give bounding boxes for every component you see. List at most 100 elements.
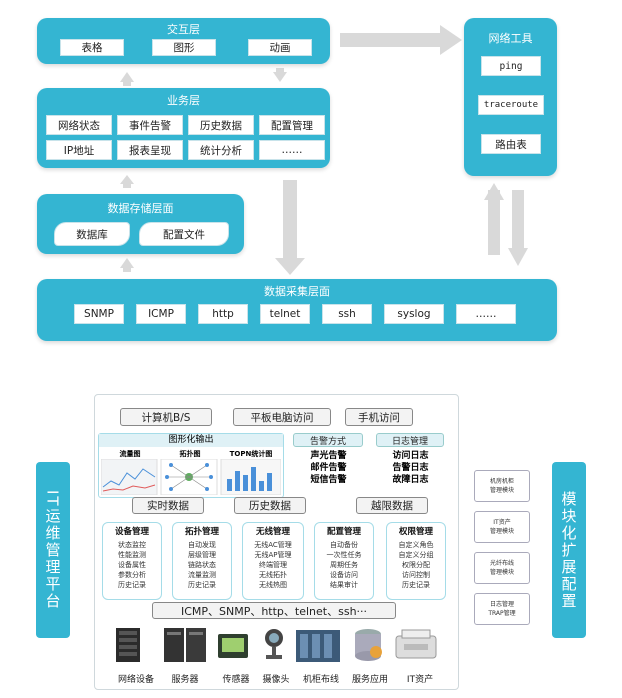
device-label: 传感器	[222, 675, 250, 685]
card-line: 无线拓扑	[259, 571, 287, 579]
card-line: 历史记录	[118, 581, 146, 589]
flow-arrows	[120, 25, 528, 275]
device-icons	[116, 628, 437, 662]
collect-layer: 数据采集层面 SNMP ICMP http telnet ssh syslog …	[37, 279, 557, 341]
collect-item: ……	[456, 304, 516, 324]
business-item: 配置管理	[259, 115, 325, 135]
module-line: TRAP管理	[488, 610, 516, 617]
card-line: 历史记录	[188, 581, 216, 589]
module-line: 管理模块	[489, 528, 514, 535]
card-title: 拓扑管理	[184, 527, 219, 537]
card-title: 权限管理	[398, 527, 433, 537]
graph-sub-label: 流量图	[119, 450, 141, 458]
module-line: 日志管理	[489, 601, 514, 608]
business-item: 事件告警	[117, 115, 183, 135]
card-line: 状态监控	[118, 541, 146, 549]
log-title: 日志管理	[376, 433, 444, 447]
module-line: 管理模块	[489, 569, 514, 576]
database-box: 数据库	[54, 222, 130, 246]
alarm-title: 告警方式	[293, 433, 363, 447]
card-line: 参数分析	[118, 571, 146, 579]
storage-layer: 数据存储层面 数据库 配置文件	[37, 194, 244, 254]
card-line: 无线热图	[259, 581, 287, 589]
device-label: 机柜布线	[302, 675, 339, 685]
collect-item: ssh	[322, 304, 372, 324]
it-asset-icon	[395, 629, 437, 659]
camera-icon	[265, 629, 283, 659]
data-tab-realtime: 实时数据	[132, 497, 204, 514]
alarm-item: 声光告警	[310, 451, 347, 461]
device-label: IT资产	[406, 675, 434, 685]
access-phone: 手机访问	[345, 408, 413, 426]
log-item: 访问日志	[392, 451, 429, 461]
card-line: 无线AC管理	[254, 541, 292, 549]
collect-item: SNMP	[74, 304, 124, 324]
sensor-icon	[218, 634, 248, 658]
network-device-icon	[116, 628, 140, 662]
module-line: 机房机柜	[489, 478, 514, 485]
module-machine-room: 机房机柜 管理模块	[474, 470, 530, 502]
card-line: 访问控制	[402, 571, 430, 579]
card-line: 周期任务	[330, 561, 358, 569]
card-line: 设备属性	[118, 561, 146, 569]
business-layer: 业务层 网络状态 事件告警 历史数据 配置管理 IP地址 报表呈现 统计分析 ……	[37, 88, 330, 168]
collect-item: telnet	[260, 304, 310, 324]
access-pc: 计算机B/S	[120, 408, 212, 426]
device-label: 服务器	[171, 675, 199, 685]
tool-item: traceroute	[478, 95, 544, 115]
card-line: 流量监测	[188, 571, 216, 579]
it-ops-platform-label: IT运维管理平台	[36, 462, 70, 638]
device-label: 网络设备	[117, 675, 154, 685]
modular-config-label: 模块化扩展配置	[552, 462, 586, 638]
card-line: 无线AP管理	[254, 551, 292, 559]
business-layer-title: 业务层	[167, 94, 200, 107]
platform-frame	[94, 394, 459, 690]
interaction-layer: 交互层 表格 图形 动画	[37, 18, 330, 64]
card-line: 自定义角色	[398, 541, 434, 549]
card-line: 结果审计	[330, 581, 358, 589]
module-log-trap: 日志管理 TRAP管理	[474, 593, 530, 625]
graph-sub-label: 拓扑图	[179, 450, 201, 458]
module-it-asset: IT资产 管理模块	[474, 511, 530, 543]
interaction-layer-title: 交互层	[167, 23, 200, 36]
cabinet-icon	[296, 630, 340, 662]
card-line: 链路状态	[188, 561, 216, 569]
business-item: 报表呈现	[117, 140, 183, 160]
log-item: 告警日志	[392, 463, 429, 473]
card-line: 设备访问	[330, 571, 358, 579]
business-item: ……	[259, 140, 325, 160]
card-title: 配置管理	[326, 527, 361, 537]
card-line: 权限分配	[402, 561, 430, 569]
card-line: 一次性任务	[326, 551, 362, 559]
card-line: 终端管理	[259, 561, 287, 569]
card-line: 性能监测	[118, 551, 146, 559]
business-item: IP地址	[46, 140, 112, 160]
device-label: 服务应用	[351, 675, 388, 685]
collect-item: ICMP	[136, 304, 186, 324]
log-item: 故障日志	[392, 475, 429, 485]
config-file-box: 配置文件	[139, 222, 229, 246]
data-tab-overlimit: 越限数据	[356, 497, 428, 514]
business-item: 历史数据	[188, 115, 254, 135]
card-line: 自动发现	[188, 541, 216, 549]
module-line: 管理模块	[489, 487, 514, 494]
module-line: 光纤布线	[489, 560, 514, 567]
graph-output-title: 图形化输出	[99, 434, 283, 447]
card-title: 无线管理	[255, 527, 290, 537]
alarm-item: 短信告警	[310, 475, 347, 485]
device-label: 摄像头	[262, 675, 290, 685]
network-tools-panel: 网络工具 ping traceroute 路由表	[464, 18, 557, 176]
alarm-box: 告警方式 声光告警 邮件告警 短信告警	[289, 433, 368, 493]
interaction-item: 动画	[248, 39, 312, 56]
access-tablet: 平板电脑访问	[233, 408, 331, 426]
server-icon	[164, 628, 206, 662]
business-item: 网络状态	[46, 115, 112, 135]
card-line: 自定义分组	[398, 551, 434, 559]
card-line: 历史记录	[402, 581, 430, 589]
graph-thumbnails	[101, 459, 281, 495]
interaction-item: 表格	[60, 39, 124, 56]
module-line: IT资产	[493, 519, 511, 526]
graph-sub-label: TOPN统计图	[229, 450, 273, 458]
collect-item: syslog	[384, 304, 444, 324]
card-title: 设备管理	[114, 527, 149, 537]
